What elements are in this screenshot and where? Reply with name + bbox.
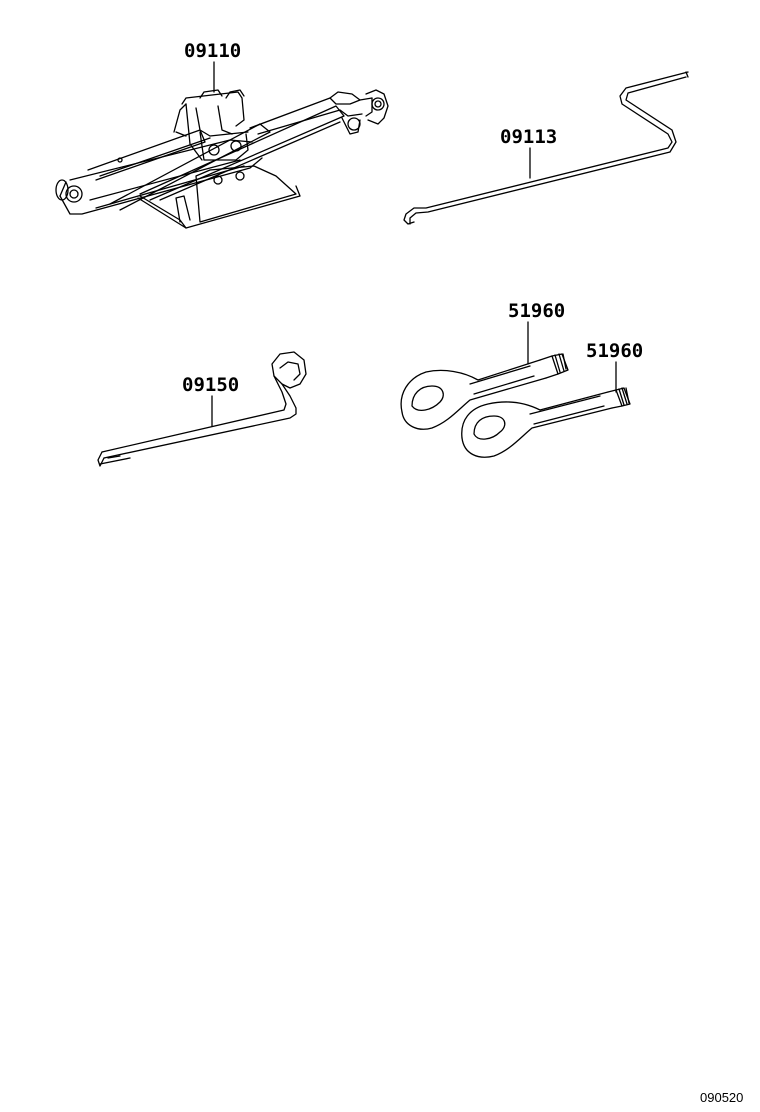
wrench-illustration [98,352,306,466]
part-number-towing-eye-1: 51960 [508,300,566,322]
jack-handle-illustration [404,72,688,224]
part-number-wrench: 09150 [182,374,240,396]
figure-id: 090520 [700,1090,744,1105]
part-number-jack-handle: 09113 [500,126,558,148]
jack-illustration [56,62,388,228]
towing-eye-1-illustration [401,322,568,429]
part-number-jack: 09110 [184,40,242,62]
part-number-towing-eye-2: 51960 [586,340,644,362]
towing-eye-2-illustration [462,362,630,457]
